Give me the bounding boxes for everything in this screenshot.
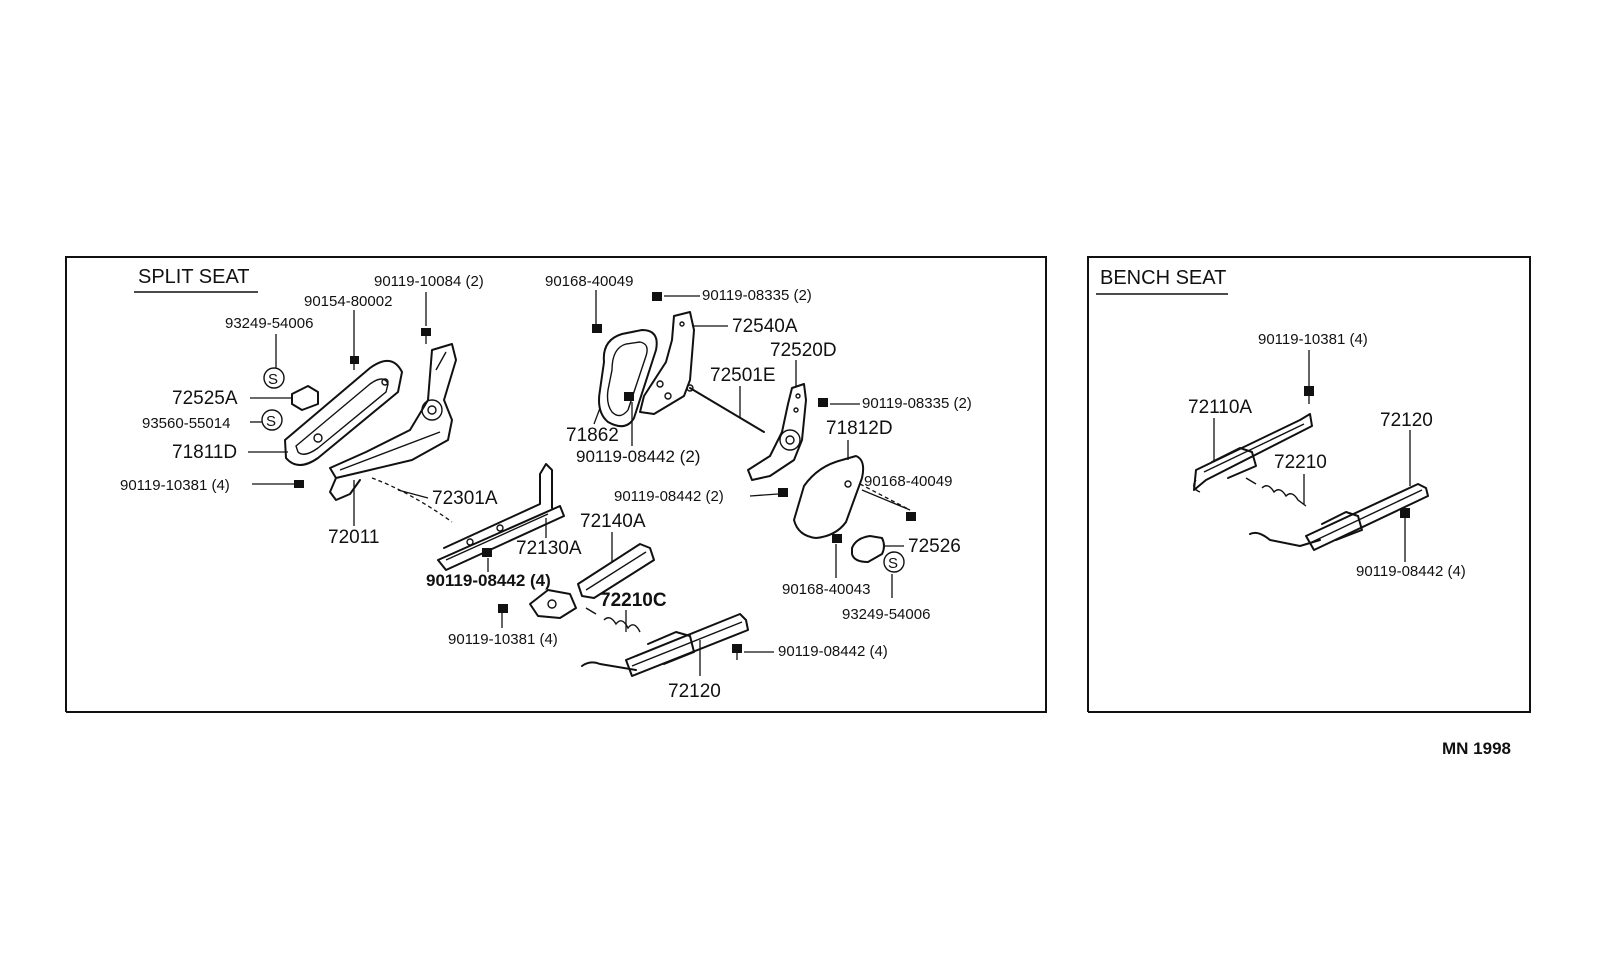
- label-72540a: 72540A: [732, 316, 798, 337]
- bench-seat-frame: [1087, 256, 1531, 713]
- bench-seat-panel: BENCH SEAT: [1087, 256, 1531, 713]
- s-symbol-93249-54006-right: S: [883, 551, 905, 573]
- label-90119-08335-top: 90119-08335 (2): [702, 287, 812, 304]
- label-72501e: 72501E: [710, 365, 776, 386]
- bolt-90119-08442-bottom: [732, 644, 742, 660]
- bolt-90119-08442-mid: [482, 548, 492, 557]
- label-90168-40043: 90168-40043: [782, 581, 870, 598]
- label-72301a: 72301A: [432, 488, 498, 509]
- label-90168-40049-right: 90168-40049: [864, 473, 952, 490]
- label-72130a: 72130A: [516, 538, 582, 559]
- svg-text:S: S: [266, 413, 276, 430]
- label-72520d: 72520D: [770, 340, 837, 361]
- cover-71862: [598, 329, 658, 428]
- s-symbol-93249-54006-left: S: [263, 367, 285, 389]
- split-seat-title: SPLIT SEAT: [138, 266, 250, 288]
- split-seat-frame: [65, 256, 1047, 713]
- label-90154-80002: 90154-80002: [304, 293, 392, 310]
- bolt-90119-10381-bench: [1304, 386, 1314, 404]
- rail-72110a: [1193, 413, 1313, 493]
- label-72526: 72526: [908, 536, 961, 557]
- rod-72501e: [689, 387, 765, 433]
- bolt-90119-08442-right: [778, 488, 788, 497]
- hinge-72540a: [639, 311, 695, 415]
- label-90119-08442-4-mid: 90119-08442 (4): [426, 571, 551, 590]
- bolt-90168-40049-right: [906, 512, 916, 521]
- label-71862: 71862: [566, 425, 619, 446]
- bolt-90119-10381-mid: [498, 604, 508, 620]
- label-90119-08442-4-bottom: 90119-08442 (4): [778, 643, 888, 660]
- recliner-72011: [329, 343, 457, 501]
- label-90168-40049-top: 90168-40049: [545, 273, 633, 290]
- label-90119-10084: 90119-10084 (2): [374, 273, 484, 290]
- label-71811d: 71811D: [172, 442, 237, 463]
- spring-72210: [1245, 477, 1307, 507]
- label-93249-54006-right: 93249-54006: [842, 606, 930, 623]
- label-72140a: 72140A: [580, 511, 646, 532]
- split-seat-leader-lines: [248, 290, 911, 676]
- adjuster-rail-72130a: [437, 463, 565, 571]
- cable-72301a: [371, 477, 453, 523]
- label-72120-split: 72120: [668, 681, 721, 702]
- spring-72210c: [585, 607, 641, 633]
- adjuster-72140a: [529, 543, 655, 619]
- cover-71812d: [793, 455, 865, 539]
- svg-text:S: S: [268, 371, 278, 388]
- bolt-90168-40043: [832, 534, 842, 543]
- label-72210c: 72210C: [600, 590, 667, 611]
- label-90119-10381-left: 90119-10381 (4): [120, 477, 230, 494]
- label-93249-54006-left: 93249-54006: [225, 315, 313, 332]
- bolt-90168-40049-top: [592, 324, 602, 333]
- label-72110a: 72110A: [1188, 397, 1252, 418]
- bolt-90119-10084: [421, 328, 431, 344]
- label-71812d: 71812D: [826, 418, 893, 439]
- spacer-72525a: [291, 385, 319, 411]
- bolt-90119-08335-right: [818, 398, 828, 407]
- split-seat-panel: SPLIT SEAT: [65, 256, 1047, 713]
- svg-text:S: S: [888, 555, 898, 572]
- label-90119-10381-mid: 90119-10381 (4): [448, 631, 558, 648]
- bolt-90119-10381-left: [294, 480, 304, 488]
- recliner-72520d: [747, 383, 807, 481]
- s-symbol-93560-55014: S: [261, 409, 283, 431]
- label-72525a: 72525A: [172, 388, 238, 409]
- footer-code: MN 1998: [1442, 739, 1511, 758]
- label-90119-08335-right: 90119-08335 (2): [862, 395, 972, 412]
- label-72011: 72011: [328, 527, 379, 548]
- spacer-72526: [851, 535, 885, 563]
- seat-cover-71811d: [284, 360, 403, 466]
- bolt-90154-80002: [350, 356, 359, 370]
- rail-72120-bench: [1249, 483, 1429, 551]
- label-93560-55014: 93560-55014: [142, 415, 230, 432]
- rail-72120-split: [581, 613, 749, 677]
- label-72120-bench: 72120: [1380, 410, 1433, 431]
- label-90119-08442-bench: 90119-08442 (4): [1356, 563, 1466, 580]
- label-90119-08442-2-upper: 90119-08442 (2): [576, 447, 700, 466]
- bench-seat-leader-lines: [1213, 350, 1411, 562]
- label-90119-08442-2-lower: 90119-08442 (2): [614, 488, 724, 505]
- bolt-90119-08442-bench: [1400, 508, 1410, 526]
- bolt-90119-08442-hinge: [624, 392, 634, 401]
- label-90119-10381-bench: 90119-10381 (4): [1258, 331, 1368, 348]
- bolt-90119-08335-top: [652, 292, 662, 301]
- bench-seat-title: BENCH SEAT: [1100, 267, 1226, 289]
- label-72210: 72210: [1274, 452, 1327, 473]
